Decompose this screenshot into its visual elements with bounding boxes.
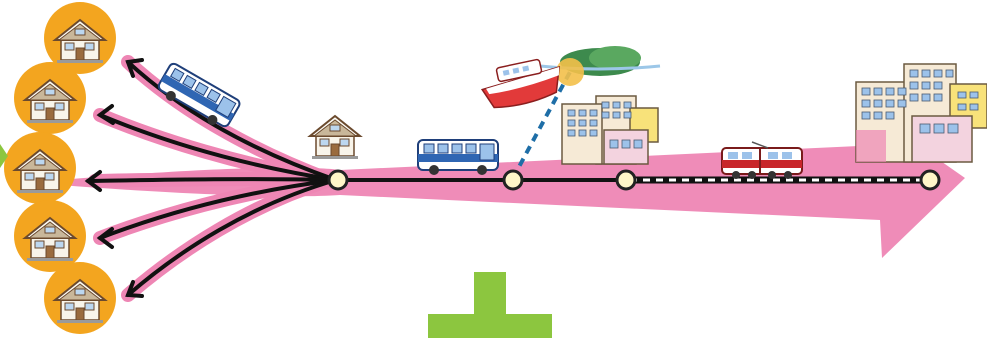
city-buildings-icon bbox=[856, 64, 987, 162]
house-icon bbox=[310, 116, 360, 159]
office-building-icon bbox=[562, 96, 658, 164]
plus-sign-icon bbox=[428, 272, 552, 338]
bus-icon bbox=[418, 140, 498, 175]
house-badge bbox=[14, 62, 86, 134]
house-badge bbox=[44, 262, 116, 334]
rail-station bbox=[617, 171, 635, 189]
residential-houses bbox=[4, 2, 116, 334]
hub-stop bbox=[329, 171, 347, 189]
train-icon bbox=[722, 142, 802, 179]
house-badge bbox=[14, 200, 86, 272]
bus-stop bbox=[504, 171, 522, 189]
house-badge bbox=[4, 132, 76, 204]
city-terminal bbox=[921, 171, 939, 189]
